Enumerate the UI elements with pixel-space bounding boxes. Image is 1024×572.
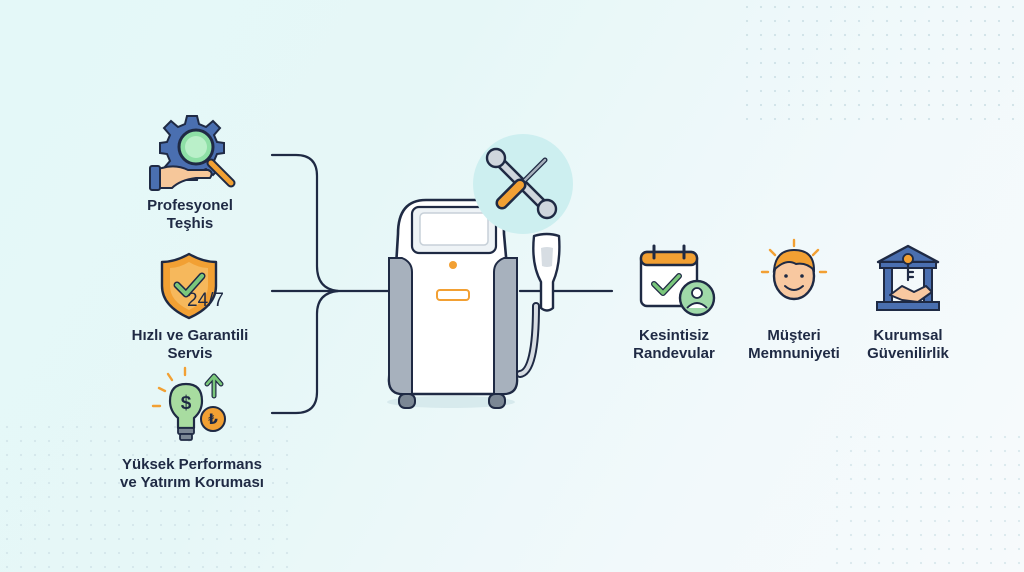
- benefit-label-reliability-line1: Kurumsal: [873, 327, 943, 344]
- feature-label-service-line1: Hızlı ve Garantili: [131, 327, 249, 344]
- wrench-screwdriver-icon: [473, 134, 573, 234]
- benefit-label-satisfaction-line2: Memnuniyeti: [748, 345, 840, 362]
- connector-lines: [270, 153, 614, 415]
- benefit-label-reliability-line2: Güvenilirlik: [867, 345, 949, 362]
- diagnosis-gear-magnifier-icon: [149, 115, 236, 191]
- shield-check-24-7-icon: [160, 252, 218, 320]
- benefit-label-satisfaction: Müşteri Memnuniyeti: [734, 327, 854, 363]
- feature-label-performance-line2: ve Yatırım Koruması: [120, 474, 264, 491]
- benefit-label-appointments-line2: Randevular: [633, 345, 715, 362]
- feature-label-performance-line1: Yüksek Performans: [121, 456, 263, 473]
- feature-label-service-line2: Servis: [167, 345, 213, 362]
- feature-label-diagnosis: Profesyonel Teşhis: [112, 197, 268, 233]
- benefit-label-appointments-line1: Kesintisiz: [638, 327, 710, 344]
- lira-symbol: ₺: [208, 411, 218, 427]
- benefit-label-reliability: Kurumsal Güvenilirlik: [852, 327, 964, 363]
- laser-device-icon: [387, 198, 561, 409]
- benefit-label-satisfaction-line1: Müşteri: [767, 327, 821, 344]
- feature-label-service: Hızlı ve Garantili Servis: [100, 327, 280, 363]
- feature-label-performance: Yüksek Performans ve Yatırım Koruması: [96, 456, 288, 492]
- lightbulb-money-growth-icon: [151, 366, 226, 441]
- calendar-check-user-icon: [639, 244, 716, 317]
- feature-label-diagnosis-line2: Teşhis: [166, 215, 214, 232]
- smiling-customer-icon: [760, 238, 828, 301]
- dollar-symbol: $: [180, 393, 192, 414]
- benefit-label-appointments: Kesintisiz Randevular: [612, 327, 736, 363]
- feature-label-diagnosis-line1: Profesyonel: [147, 197, 233, 214]
- building-handshake-key-icon: [876, 244, 940, 311]
- badge-24-7: 24/7: [187, 290, 224, 311]
